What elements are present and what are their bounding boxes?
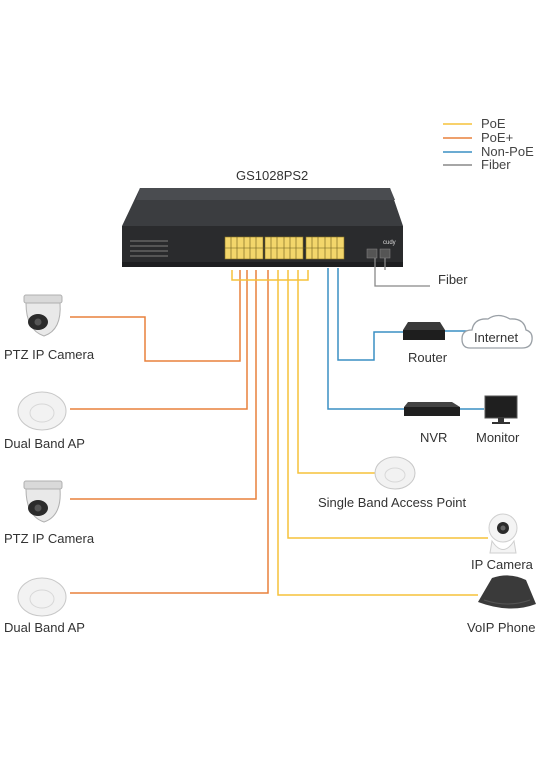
ptz-camera-1-label: PTZ IP Camera: [4, 347, 95, 362]
legend-poe-label: PoE: [481, 116, 506, 131]
dual-band-ap-1-icon: [17, 391, 67, 431]
single-band-ap-label: Single Band Access Point: [318, 495, 467, 510]
legend-fiber-label: Fiber: [481, 157, 511, 172]
legend-poe-plus-label: PoE+: [481, 130, 514, 145]
poe-cables: [231, 270, 488, 596]
ptz-camera-1-icon: [23, 294, 63, 337]
ptz-camera-2-icon: [23, 480, 63, 523]
switch-ports: [224, 236, 391, 260]
monitor-icon: [484, 395, 518, 424]
nvr-icon: [404, 402, 460, 416]
voip-phone-label: VoIP Phone: [467, 620, 536, 635]
switch-device: cudy: [122, 188, 403, 267]
dual-band-ap-1-label: Dual Band AP: [4, 436, 85, 451]
voip-phone-icon: [478, 575, 536, 609]
ptz-camera-2-label: PTZ IP Camera: [4, 531, 95, 546]
switch-model-label: GS1028PS2: [236, 168, 309, 183]
router-label: Router: [408, 350, 448, 365]
fiber-label: Fiber: [438, 272, 468, 287]
internet-cloud-icon: [461, 314, 533, 349]
fiber-cable: [374, 258, 430, 287]
single-band-ap-icon: [374, 456, 416, 490]
router-icon: [403, 322, 445, 340]
legend-non-poe-label: Non-PoE: [481, 144, 534, 159]
monitor-label: Monitor: [476, 430, 520, 445]
switch-brand-logo: cudy: [383, 240, 396, 246]
internet-label: Internet: [474, 330, 519, 345]
ip-camera-icon: [488, 513, 518, 554]
dual-band-ap-2-icon: [17, 577, 67, 617]
nvr-label: NVR: [420, 430, 448, 445]
ip-camera-label: IP Camera: [471, 557, 533, 572]
poe-plus-cables: [70, 270, 269, 594]
dual-band-ap-2-label: Dual Band AP: [4, 620, 85, 635]
